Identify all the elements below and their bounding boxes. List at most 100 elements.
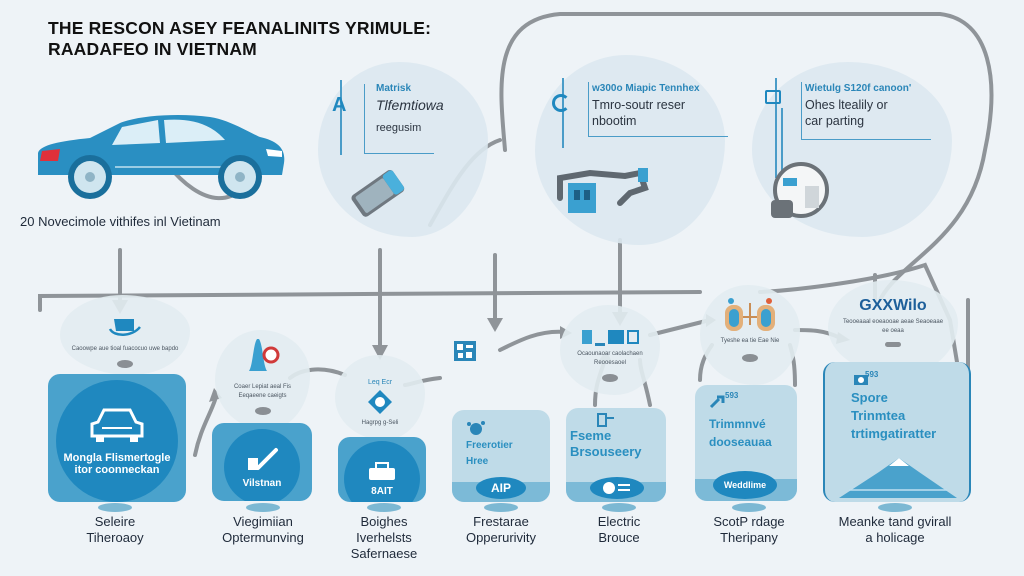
- card-4-text-2: Hree: [466, 456, 489, 467]
- callout-2-vline: [562, 78, 564, 148]
- callout-1-heading: Matrisk: [376, 83, 412, 94]
- card-7-tag: 593: [865, 370, 879, 379]
- bottom-label-3-line-3: Safernaese: [350, 546, 418, 561]
- arrowhead-mid: [487, 318, 503, 332]
- connector-right-branch: [758, 262, 962, 382]
- card-3[interactable]: 8AIT: [338, 437, 426, 502]
- callout-1-body-1: Tlfemtiowa: [376, 97, 444, 113]
- hero-car: [30, 105, 290, 205]
- steering-wheel-icon: [771, 162, 829, 218]
- callout-blob-2: [535, 55, 725, 245]
- card-6-badge: Weddlime: [713, 471, 777, 499]
- qr-icon: [454, 341, 476, 361]
- bottom-label-3: Boighes Iverhelsts Safernaese: [319, 514, 449, 562]
- pill-2: [246, 503, 280, 512]
- node-7: GXXWilo Teooeaaal eoeaooae aeae Seaoeaae…: [828, 297, 958, 347]
- callout-1-vline: [340, 80, 342, 155]
- callout-3-vline-a: [775, 78, 777, 178]
- robotic-arm-icon: [557, 168, 649, 213]
- card-6[interactable]: 593 Trimmnvé dooseauaa Weddlime: [695, 385, 797, 501]
- card-7[interactable]: 593 Spore Trinmtea trtimgatiratter: [823, 362, 971, 502]
- battery-module-icon: [351, 169, 405, 217]
- node-6-text: Tyeshe ea tie Eae Nie: [720, 338, 780, 344]
- pill-5: [602, 503, 636, 512]
- bottom-label-3-line-1: Boighes: [360, 514, 408, 529]
- brand-logo: GXXWilo: [828, 297, 958, 315]
- callout-3-body-1: Ohes ltealily or: [805, 98, 888, 112]
- bottom-label-5-line-1: Electric: [597, 514, 641, 529]
- node-1-text: Caoowpe aue tioal fuacocuo uwe bapdo: [71, 346, 179, 352]
- hero-caption: 20 Novecimole vithifes inl Vietinam: [20, 214, 221, 229]
- card-5-badge: [590, 477, 644, 499]
- card-1[interactable]: Mongla Flismertogle itor coonneckan: [48, 374, 186, 502]
- bottom-label-7: Meanke tand gvirall a holicage: [820, 514, 970, 546]
- callout-2-frame: [588, 82, 728, 137]
- brush-icon: [248, 447, 278, 470]
- card-2-text-1: Vilstnan: [242, 477, 282, 489]
- toolbox-icon: [369, 461, 395, 480]
- shield-icon: [368, 390, 392, 414]
- bottom-label-1-line-1: Seleire: [94, 514, 136, 529]
- cup-icon: [108, 319, 141, 336]
- bottom-label-1-line-2: Tiheroaoy: [86, 530, 144, 545]
- bottom-label-1: Seleire Tiheroaoy: [50, 514, 180, 546]
- tanks-icon: [725, 298, 775, 331]
- node-7-text: Teooeaaal eoeaooae aeae Seaoeaae ee oeaa: [842, 319, 944, 334]
- node-5-dot: [602, 374, 618, 382]
- node-2: Coaer Lepiat aeal Fis Eeqaeene caeigts: [215, 335, 310, 415]
- node-6-dot: [742, 354, 758, 362]
- node-5: Ocaounaoar caolachaen Reooesaoel: [560, 330, 660, 382]
- refresh-icon: [552, 94, 570, 112]
- card-2[interactable]: Vilstnan: [212, 423, 312, 501]
- brand-logo-text: GXXWilo: [859, 297, 927, 314]
- card-5-text-1: Fseme: [570, 428, 612, 443]
- card-7-text-1: Spore: [851, 390, 888, 405]
- ev-charger-icon: [597, 413, 614, 427]
- connector-up-left: [193, 398, 217, 457]
- card-5[interactable]: Fseme Brsouseery: [566, 408, 666, 502]
- car-front-icon: [90, 408, 144, 442]
- callout-3-vline-b: [781, 108, 783, 178]
- bottom-label-2: Viegimiian Optermunving: [198, 514, 328, 546]
- title-line-1: THE RESCON ASEY FEANALINITS YRIMULE:: [48, 18, 432, 38]
- car-icon: [38, 115, 285, 199]
- card-6-text-1: Trimmnvé: [709, 417, 766, 431]
- card-3-circle: 8AIT: [344, 441, 420, 502]
- card-5-text-2: Brsouseery: [570, 444, 642, 459]
- bottom-label-7-line-2: a holicage: [865, 530, 925, 545]
- callout-1-frame: [364, 84, 434, 154]
- globe-icon: [603, 482, 630, 494]
- callout-2: w300o Miapic Tennhex Tmro-soutr reser nb…: [550, 78, 728, 238]
- bottom-label-6-line-1: ScotP rdage: [713, 514, 785, 529]
- card-3-text-1: 8AIT: [371, 485, 393, 497]
- pill-1: [98, 503, 132, 512]
- callout-3-heading: Wietulg S120f canoon': [805, 83, 912, 94]
- callout-2-body-2: nbootim: [592, 114, 637, 128]
- mountain-icon: [839, 458, 957, 498]
- node-5-text: Ocaounaoar caolachaen Reooesaoel: [577, 351, 643, 366]
- card-1-text-1: Mongla Flismertogle: [63, 452, 171, 464]
- charger-icon: [765, 90, 781, 104]
- title-line-2: RAADAFEO IN VIETNAM: [48, 39, 257, 59]
- connector-horizontal-bus: [38, 290, 702, 312]
- node-2-text: Coaer Lepiat aeal Fis Eeqaeene caeigts: [233, 384, 292, 399]
- callout-2-heading: w300o Miapic Tennhex: [592, 83, 700, 94]
- card-7-text-2: Trinmtea: [851, 408, 906, 423]
- pill-3: [367, 503, 401, 512]
- card-4-badge: AIP: [476, 477, 526, 499]
- bell-icon: [248, 339, 279, 371]
- bottom-label-5-line-2: Brouce: [598, 530, 640, 545]
- bottom-label-6-line-2: Theripany: [720, 530, 778, 545]
- card-4[interactable]: Freerotier Hree AIP: [452, 410, 550, 502]
- connector-to-pcode: [498, 329, 567, 352]
- wrench-icon: [709, 395, 725, 409]
- card-7-text-3: trtimgatiratter: [851, 426, 937, 441]
- camera-icon: [854, 375, 868, 385]
- bottom-label-2-line-2: Optermunving: [222, 530, 304, 545]
- callout-1: A Matrisk Tlfemtiowa reegusim: [330, 80, 480, 230]
- connector-top-loop: [499, 12, 994, 302]
- card-4-text-1: Freerotier: [466, 440, 513, 451]
- node-1: Caoowpe aue tioal fuacocuo uwe bapdo: [60, 315, 190, 368]
- callout-1-body-2: reegusim: [376, 122, 422, 134]
- pill-7: [878, 503, 912, 512]
